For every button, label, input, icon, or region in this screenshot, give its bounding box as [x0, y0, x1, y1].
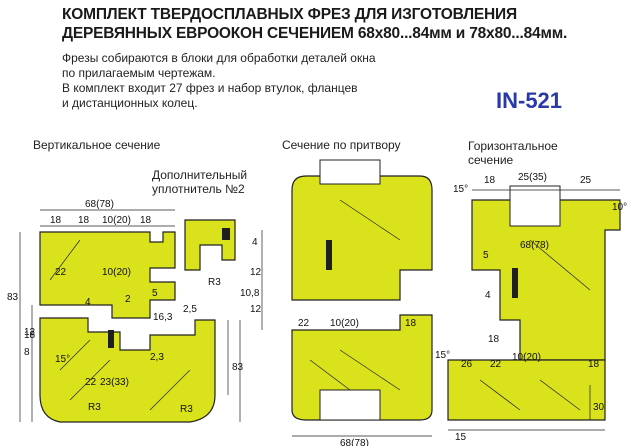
- dim-lines-meeting: [261, 230, 432, 437]
- caption-vertical-section: Вертикальное сечение: [33, 138, 161, 152]
- dim-23-33-vertical: 23(33): [100, 377, 129, 388]
- dim-lines-horizontal: [448, 189, 620, 431]
- dim-10-20-horizontal: 10(20): [512, 352, 541, 363]
- description: Фрезы собираются в блоки для обработки д…: [62, 51, 376, 111]
- dim-12-meeting-b: 12: [250, 304, 262, 315]
- dim-83-vertical-right: 83: [232, 362, 244, 373]
- dim-10-20-vertical-top: 10(20): [102, 215, 131, 226]
- description-line-2: по прилагаемым чертежам.: [62, 66, 216, 80]
- dim-5-vertical: 5: [152, 288, 158, 299]
- glass-unit-horizontal: [509, 185, 561, 227]
- dim-10-20-vertical-mid: 10(20): [102, 267, 131, 278]
- product-code: IN-521: [496, 88, 563, 113]
- dim-18-vertical-a: 18: [50, 215, 62, 226]
- dim-12-meeting: 12: [250, 267, 262, 278]
- frame-profile-upper: [39, 231, 176, 319]
- dim-25-horizontal: 25: [580, 175, 592, 186]
- dim-5-horizontal: 5: [483, 250, 489, 261]
- caption-horizontal-line-1: Горизонтальное: [468, 139, 558, 153]
- dim-18-meeting: 18: [405, 318, 417, 329]
- description-line-4: и дистанционных колец.: [62, 96, 198, 110]
- horizontal-section-diagram: 18 25(35) 25 15° 10° 68(78) 5 4 18 26 22…: [435, 172, 627, 443]
- seal-insert: [222, 228, 230, 240]
- glass-unit-top: [319, 159, 381, 185]
- dim-2-5-vertical: 2,5: [183, 304, 197, 315]
- caption-seal-line-2: уплотнитель №2: [152, 182, 245, 196]
- dim-2-vertical: 2: [125, 294, 131, 305]
- dim-R3-vertical-a: R3: [88, 402, 101, 413]
- dim-18-vertical-side: 18: [24, 330, 36, 341]
- dim-16-3-vertical: 16,3: [153, 312, 173, 323]
- caption-meeting-section: Сечение по притвору: [282, 138, 401, 152]
- seal-strip: [108, 330, 114, 348]
- dim-18-horizontal-b: 18: [488, 334, 500, 345]
- hatch-vertical: [49, 239, 191, 411]
- dim-18-vertical-b: 18: [78, 215, 90, 226]
- dim-15deg-horizontal-b: 15°: [435, 350, 450, 361]
- dim-30-horizontal: 30: [593, 402, 605, 413]
- dim-10-20-meeting: 10(20): [330, 318, 359, 329]
- dim-26-horizontal: 26: [461, 359, 473, 370]
- dim-83-vertical: 83: [7, 292, 19, 303]
- dim-4-meeting: 4: [252, 237, 258, 248]
- dim-15deg-vertical: 15°: [55, 354, 70, 365]
- dim-18-horizontal-a: 18: [484, 175, 496, 186]
- mullion-profile-top: [291, 175, 433, 301]
- dim-12-vertical: 12: [24, 327, 36, 338]
- horizontal-seal: [512, 268, 518, 298]
- title-line-2: ДЕРЕВЯННЫХ ЕВРООКОН СЕЧЕНИЕМ 68х80...84м…: [62, 25, 568, 42]
- dim-4-horizontal: 4: [485, 290, 491, 301]
- dim-22-vertical-lower: 22: [85, 377, 97, 388]
- vertical-section-diagram: 68(78) 18 18 10(20) 18 22 10(20) 83 12 8…: [7, 199, 244, 423]
- meeting-section-diagram: 4 12 10,8 12 22 10(20) 18 68(78): [240, 159, 433, 446]
- sash-profile-lower: [39, 317, 216, 423]
- description-line-3: В комплект входит 27 фрез и набор втулок…: [62, 81, 358, 95]
- dim-R3-vertical-c: R3: [208, 277, 221, 288]
- seal-detail-profile: [184, 219, 236, 271]
- dim-10deg-horizontal: 10°: [612, 202, 627, 213]
- dim-68-78-horizontal: 68(78): [520, 240, 549, 251]
- dim-68-78-meeting: 68(78): [340, 438, 369, 446]
- dim-22-vertical: 22: [55, 267, 67, 278]
- description-line-1: Фрезы собираются в блоки для обработки д…: [62, 51, 376, 65]
- dim-15-horizontal: 15: [455, 432, 467, 443]
- caption-horizontal-line-2: сечение: [468, 153, 514, 167]
- dim-lines-vertical: [19, 209, 241, 422]
- dim-22-meeting: 22: [298, 318, 310, 329]
- caption-horizontal-section: Горизонтальное сечение: [468, 139, 558, 167]
- hatch-meeting: [309, 199, 401, 391]
- hatch-horizontal: [479, 239, 591, 411]
- dim-18-vertical-c: 18: [140, 215, 152, 226]
- dim-4-vertical: 4: [85, 297, 91, 308]
- dim-25-35-horizontal: 25(35): [518, 172, 547, 183]
- dim-8-vertical: 8: [24, 347, 30, 358]
- page-title: КОМПЛЕКТ ТВЕРДОСПЛАВНЫХ ФРЕЗ ДЛЯ ИЗГОТОВ…: [62, 5, 567, 43]
- caption-seal-line-1: Дополнительный: [152, 168, 248, 182]
- glass-unit-bottom: [319, 389, 381, 421]
- dim-68-78-vertical: 68(78): [85, 199, 114, 210]
- dim-18-horizontal-c: 18: [588, 359, 600, 370]
- sash-profile-horizontal: [447, 359, 606, 421]
- title-line-1: КОМПЛЕКТ ТВЕРДОСПЛАВНЫХ ФРЕЗ ДЛЯ ИЗГОТОВ…: [62, 6, 517, 23]
- dim-2-3-vertical: 2,3: [150, 352, 164, 363]
- dim-R3-vertical-b: R3: [180, 404, 193, 415]
- dim-10-8-meeting: 10,8: [240, 288, 260, 299]
- meeting-seal: [326, 240, 332, 270]
- dim-15deg-horizontal: 15°: [453, 184, 468, 195]
- dim-22-horizontal: 22: [490, 359, 502, 370]
- caption-seal: Дополнительный уплотнитель №2: [152, 168, 247, 196]
